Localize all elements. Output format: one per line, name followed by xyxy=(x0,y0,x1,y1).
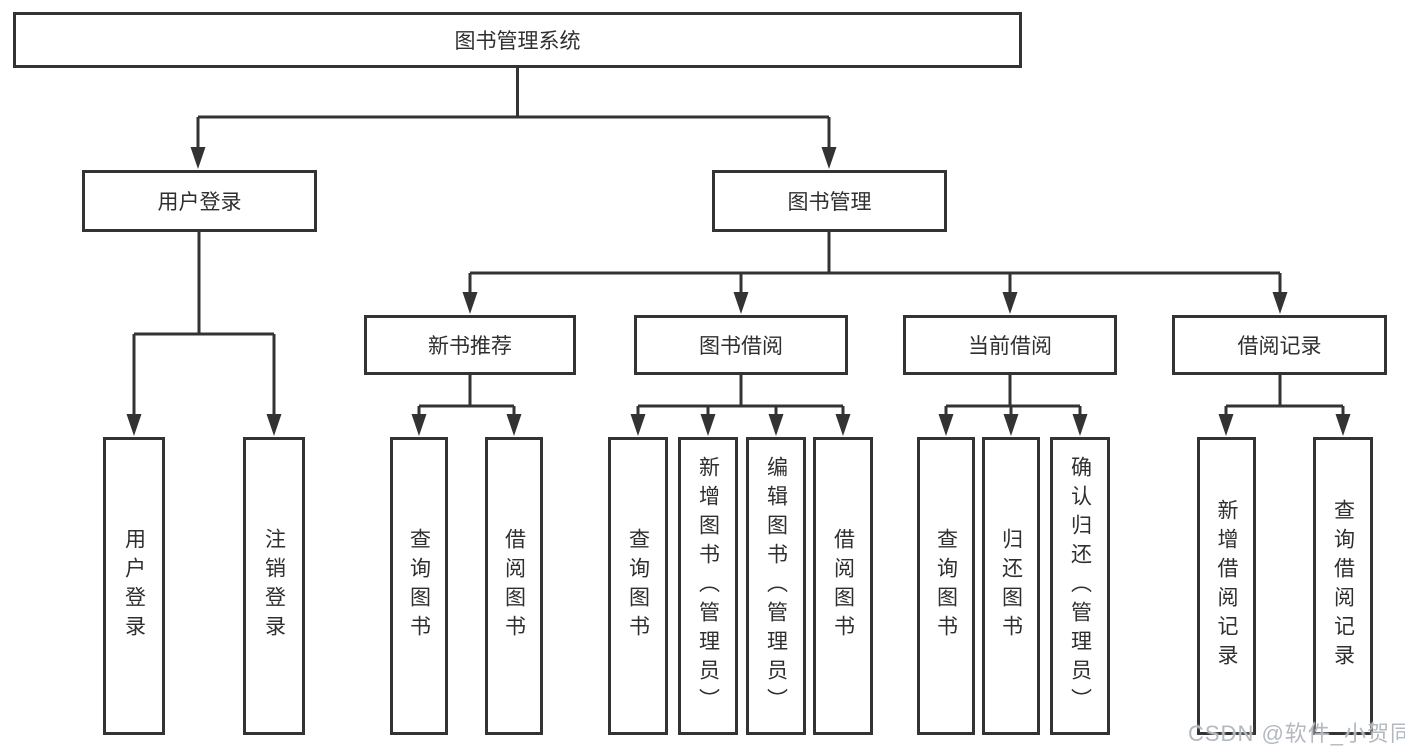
node-label: 归还图书 xyxy=(999,528,1023,644)
leaf-borrow-books: 借阅图书 xyxy=(813,437,873,735)
leaf-user-login: 用户登录 xyxy=(103,437,165,735)
node-label: 新增借阅记录 xyxy=(1215,499,1239,673)
leaf-add-book-admin: 新增图书（管理员） xyxy=(678,437,738,735)
node-label: 借阅图书 xyxy=(502,528,526,644)
node-label: 用户登录 xyxy=(122,528,146,644)
node-label: 查询图书 xyxy=(934,528,958,644)
leaf-query-books-recommend: 查询图书 xyxy=(390,437,448,735)
node-label: 当前借阅 xyxy=(968,335,1052,358)
node-label: 查询借阅记录 xyxy=(1331,499,1355,673)
leaf-query-borrow-record: 查询借阅记录 xyxy=(1313,437,1373,735)
leaf-edit-book-admin: 编辑图书（管理员） xyxy=(746,437,806,735)
node-borrowing-records: 借阅记录 xyxy=(1172,315,1387,375)
node-label: 新书推荐 xyxy=(428,335,512,358)
node-label: 借阅记录 xyxy=(1237,335,1322,358)
csdn-watermark: CSDN @软件_小贺同学 xyxy=(1188,721,1405,746)
leaf-query-books-current: 查询图书 xyxy=(917,437,975,735)
leaf-logout: 注销登录 xyxy=(243,437,305,735)
leaf-query-books-borrow: 查询图书 xyxy=(608,437,668,735)
node-label: 查询图书 xyxy=(407,528,431,644)
node-current-borrowing: 当前借阅 xyxy=(903,315,1117,375)
node-book-management: 图书管理 xyxy=(712,170,947,232)
leaf-confirm-return-admin: 确认归还（管理员） xyxy=(1050,437,1110,735)
node-label: 图书管理系统 xyxy=(454,30,581,53)
node-label: 编辑图书（管理员） xyxy=(764,455,788,717)
leaf-return-books: 归还图书 xyxy=(982,437,1040,735)
leaf-borrow-books-recommend: 借阅图书 xyxy=(485,437,543,735)
node-label: 用户登录 xyxy=(157,191,242,214)
node-label: 图书借阅 xyxy=(699,335,783,358)
node-book-borrowing: 图书借阅 xyxy=(634,315,848,375)
node-label: 新增图书（管理员） xyxy=(696,455,720,717)
node-label: 图书管理 xyxy=(787,191,872,214)
node-label: 借阅图书 xyxy=(831,528,855,644)
node-label: 确认归还（管理员） xyxy=(1068,455,1092,717)
node-label: 注销登录 xyxy=(262,528,286,644)
node-user-login: 用户登录 xyxy=(82,170,317,232)
node-library-management-system: 图书管理系统 xyxy=(13,12,1022,68)
node-new-book-recommendation: 新书推荐 xyxy=(364,315,576,375)
leaf-add-borrow-record: 新增借阅记录 xyxy=(1197,437,1256,735)
node-label: 查询图书 xyxy=(626,528,650,644)
